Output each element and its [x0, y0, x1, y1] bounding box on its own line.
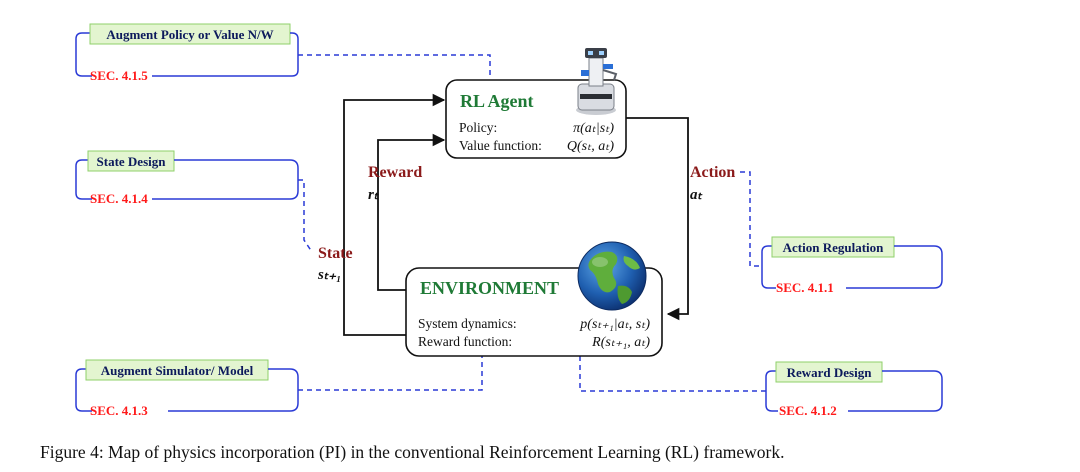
tag-bracket-right	[846, 245, 943, 289]
pi-tag-augment-simulator: Augment Simulator/ Model SEC. 4.1.3	[75, 359, 299, 418]
section-ref: SEC. 4.1.3	[90, 403, 148, 418]
reward-function-label: Reward function:	[418, 334, 512, 349]
policy-formula: π(aₜ|sₜ)	[573, 121, 614, 136]
state-arrow	[343, 93, 446, 336]
connector-action-regulation	[740, 171, 762, 267]
connector-reward-design	[579, 356, 766, 392]
connector-policy-to-agent	[298, 54, 491, 78]
tag-box	[771, 236, 895, 258]
value-function-formula: Q(sₜ, aₜ)	[567, 139, 614, 154]
state-label: State	[318, 245, 353, 262]
reward-symbol: rₜ	[368, 187, 380, 203]
rl-agent-box: RL Agent Policy: π(aₜ|sₜ) Value function…	[445, 48, 627, 159]
tag-bracket-left	[761, 245, 776, 289]
system-dynamics-label: System dynamics:	[418, 316, 517, 331]
state-symbol: sₜ₊₁	[317, 267, 341, 283]
tag-bracket-left	[75, 159, 92, 200]
action-label: Action	[690, 164, 735, 181]
tag-box	[87, 150, 175, 172]
pi-tag-action-regulation: Action Regulation SEC. 4.1.1	[761, 236, 943, 295]
environment-title: ENVIRONMENT	[420, 278, 559, 298]
section-ref: SEC. 4.1.1	[776, 280, 834, 295]
environment-box: ENVIRONMENT System dynamics: p(sₜ₊₁|aₜ, …	[405, 241, 663, 357]
connector-simulator-to-env	[298, 356, 483, 391]
section-ref: SEC. 4.1.5	[90, 68, 148, 83]
tag-box	[89, 23, 291, 45]
reward-function-formula: R(sₜ₊₁, aₜ)	[591, 335, 650, 350]
tag-label: Augment Simulator/ Model	[101, 363, 254, 378]
reward-label: Reward	[368, 164, 422, 181]
action-symbol: aₜ	[690, 187, 704, 203]
tag-bracket-left	[75, 368, 92, 412]
reward-arrow	[377, 133, 446, 291]
tag-box	[775, 361, 883, 383]
tag-label: Augment Policy or Value N/W	[106, 27, 273, 42]
system-dynamics-formula: p(sₜ₊₁|aₜ, sₜ)	[579, 317, 650, 332]
section-ref: SEC. 4.1.4	[90, 191, 148, 206]
pi-tag-augment-policy: Augment Policy or Value N/W SEC. 4.1.5	[75, 23, 299, 83]
tag-label: Reward Design	[787, 365, 873, 380]
pi-tag-reward-design: Reward Design SEC. 4.1.2	[765, 361, 943, 418]
tag-label: State Design	[97, 154, 167, 169]
tag-label: Action Regulation	[783, 240, 885, 255]
robot-icon	[576, 48, 618, 115]
policy-label: Policy:	[459, 120, 497, 135]
globe-icon	[577, 241, 647, 311]
tag-bracket-left	[75, 32, 92, 77]
pi-tag-state-design: State Design SEC. 4.1.4	[75, 150, 299, 206]
action-arrow	[626, 117, 689, 321]
connector-state-design	[298, 179, 313, 253]
figure-caption: Figure 4: Map of physics incorporation (…	[40, 442, 785, 462]
agent-title: RL Agent	[460, 91, 534, 111]
value-function-label: Value function:	[459, 138, 542, 153]
tag-bracket-right	[848, 370, 943, 412]
section-ref: SEC. 4.1.2	[779, 403, 837, 418]
tag-box	[85, 359, 269, 381]
